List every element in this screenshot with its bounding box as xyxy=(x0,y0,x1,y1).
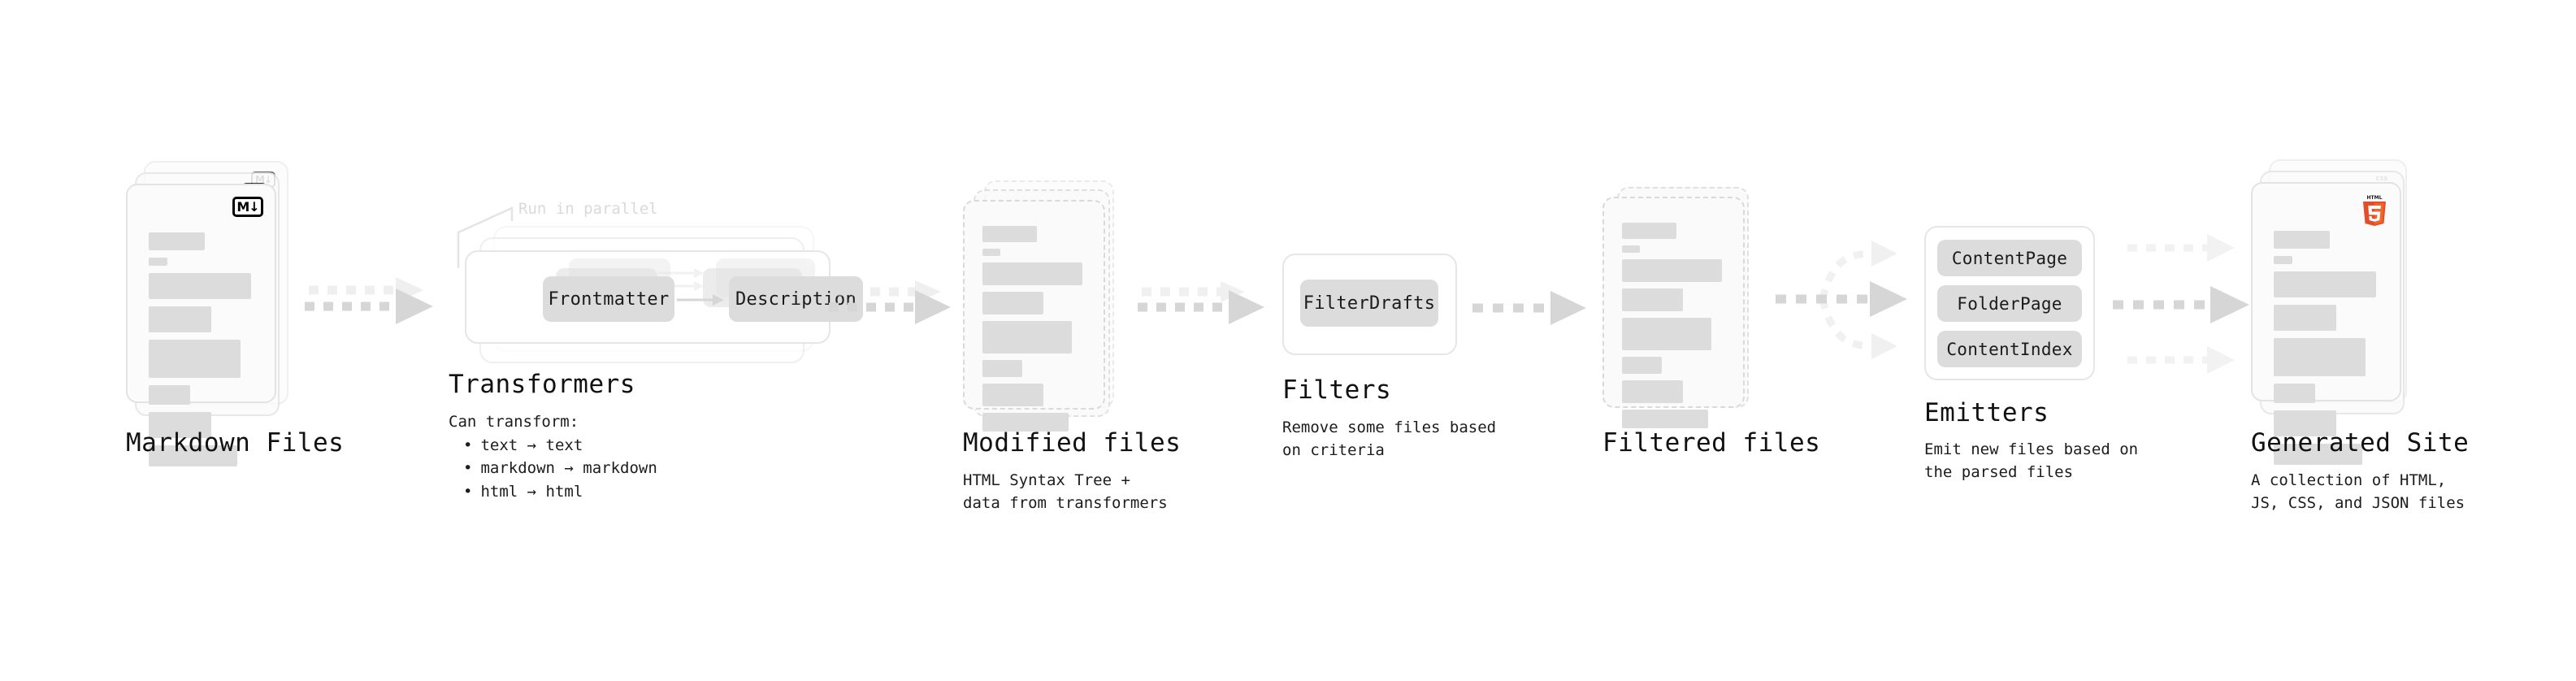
skeleton-bar xyxy=(2274,410,2337,436)
skeleton-bar xyxy=(149,258,167,266)
skeleton-bar xyxy=(982,384,1043,406)
label-modified-files: Modified files xyxy=(963,428,1182,458)
stage-transformers: Run in parallel Frontmatter Description xyxy=(449,195,863,382)
skeleton-bar xyxy=(2274,444,2363,465)
filtered-card-front xyxy=(1602,197,1745,428)
connector-transformers-to-modified xyxy=(829,280,967,329)
site-card-front: HTML xyxy=(2251,182,2401,465)
transform-bullet: text → text xyxy=(463,434,657,458)
svg-text:HTML: HTML xyxy=(2367,195,2383,201)
skeleton-bar xyxy=(149,385,190,405)
skeleton-bar xyxy=(2274,256,2292,264)
skeleton-bar xyxy=(1622,357,1663,374)
filter-chip-filterdrafts[interactable]: FilterDrafts xyxy=(1300,280,1438,327)
emitter-chip-folderpage[interactable]: FolderPage xyxy=(1937,285,2082,322)
transform-bullet: markdown → markdown xyxy=(463,457,657,480)
file-skeleton xyxy=(149,232,257,466)
transformers-intro: Can transform: xyxy=(449,413,579,431)
markdown-card-front: M↓ xyxy=(126,184,276,466)
label-emitters: Emitters xyxy=(1924,398,2049,427)
html5-icon: HTML xyxy=(2361,193,2388,226)
skeleton-bar xyxy=(982,249,1000,256)
markdown-icon: M↓ xyxy=(232,197,263,217)
skeleton-bar xyxy=(1622,410,1708,428)
stage-modified-files xyxy=(963,180,1138,432)
connector-filtered-to-emitters xyxy=(1776,218,1930,380)
stage-generated-site: CSS HTML xyxy=(2251,159,2426,465)
connector-modified-to-filters xyxy=(1138,280,1284,329)
transform-bullet: html → html xyxy=(463,480,657,504)
skeleton-bar xyxy=(1622,288,1683,311)
skeleton-bar xyxy=(982,321,1072,354)
skeleton-bar xyxy=(1622,380,1683,403)
modified-files-description: HTML Syntax Tree + data from transformer… xyxy=(963,471,1168,512)
skeleton-bar xyxy=(1622,259,1722,282)
skeleton-bar xyxy=(982,292,1043,314)
transformers-description: Can transform: text → text markdown → ma… xyxy=(449,410,657,503)
emitters-description: Emit new files based on the parsed files xyxy=(1924,440,2139,481)
skeleton-bar xyxy=(149,273,252,299)
stage-emitters: ContentPage FolderPage ContentIndex xyxy=(1924,226,2095,380)
run-in-parallel-bracket xyxy=(457,206,514,268)
skeleton-bar xyxy=(1622,318,1711,350)
stage-markdown-files: M↓ M↓ M↓ xyxy=(126,161,301,466)
modified-card-front xyxy=(963,200,1105,432)
skeleton-bar xyxy=(1622,223,1677,239)
stage-filters: FilterDrafts xyxy=(1282,254,1457,355)
skeleton-bar xyxy=(149,340,241,378)
emitter-chip-contentindex[interactable]: ContentIndex xyxy=(1937,331,2082,367)
file-skeleton xyxy=(1622,223,1727,428)
skeleton-bar xyxy=(982,360,1023,377)
transformer-inner-arrow xyxy=(677,294,724,306)
transformer-chip-description[interactable]: Description xyxy=(729,276,863,322)
connector-emitters-to-site xyxy=(2113,223,2283,386)
skeleton-bar xyxy=(2274,231,2331,249)
label-filters: Filters xyxy=(1282,375,1392,405)
connector-md-to-transformers xyxy=(305,272,443,329)
file-skeleton xyxy=(2274,231,2382,465)
transformer-chip-frontmatter[interactable]: Frontmatter xyxy=(543,276,674,322)
filters-description: Remove some files based on criteria xyxy=(1282,419,1497,459)
file-skeleton xyxy=(982,226,1087,432)
skeleton-bar xyxy=(982,262,1082,285)
emitter-chip-contentpage[interactable]: ContentPage xyxy=(1937,240,2082,276)
label-markdown-files: Markdown Files xyxy=(126,428,345,458)
label-transformers: Transformers xyxy=(449,370,635,399)
generated-site-description: A collection of HTML, JS, CSS, and JSON … xyxy=(2251,471,2465,512)
skeleton-bar xyxy=(149,306,212,332)
skeleton-bar xyxy=(982,226,1038,242)
skeleton-bar xyxy=(149,232,206,250)
connector-filters-to-filtered xyxy=(1472,291,1602,325)
skeleton-bar xyxy=(1622,245,1640,253)
skeleton-bar xyxy=(149,445,238,466)
skeleton-bar xyxy=(149,412,212,438)
label-run-in-parallel: Run in parallel xyxy=(518,200,658,218)
skeleton-bar xyxy=(2274,305,2337,331)
label-generated-site: Generated Site xyxy=(2251,428,2470,458)
stage-filtered-files xyxy=(1602,187,1777,428)
label-filtered-files: Filtered files xyxy=(1602,428,1821,458)
skeleton-bar xyxy=(2274,384,2315,403)
skeleton-bar xyxy=(2274,338,2366,376)
skeleton-bar xyxy=(982,413,1069,432)
skeleton-bar xyxy=(2274,271,2377,297)
